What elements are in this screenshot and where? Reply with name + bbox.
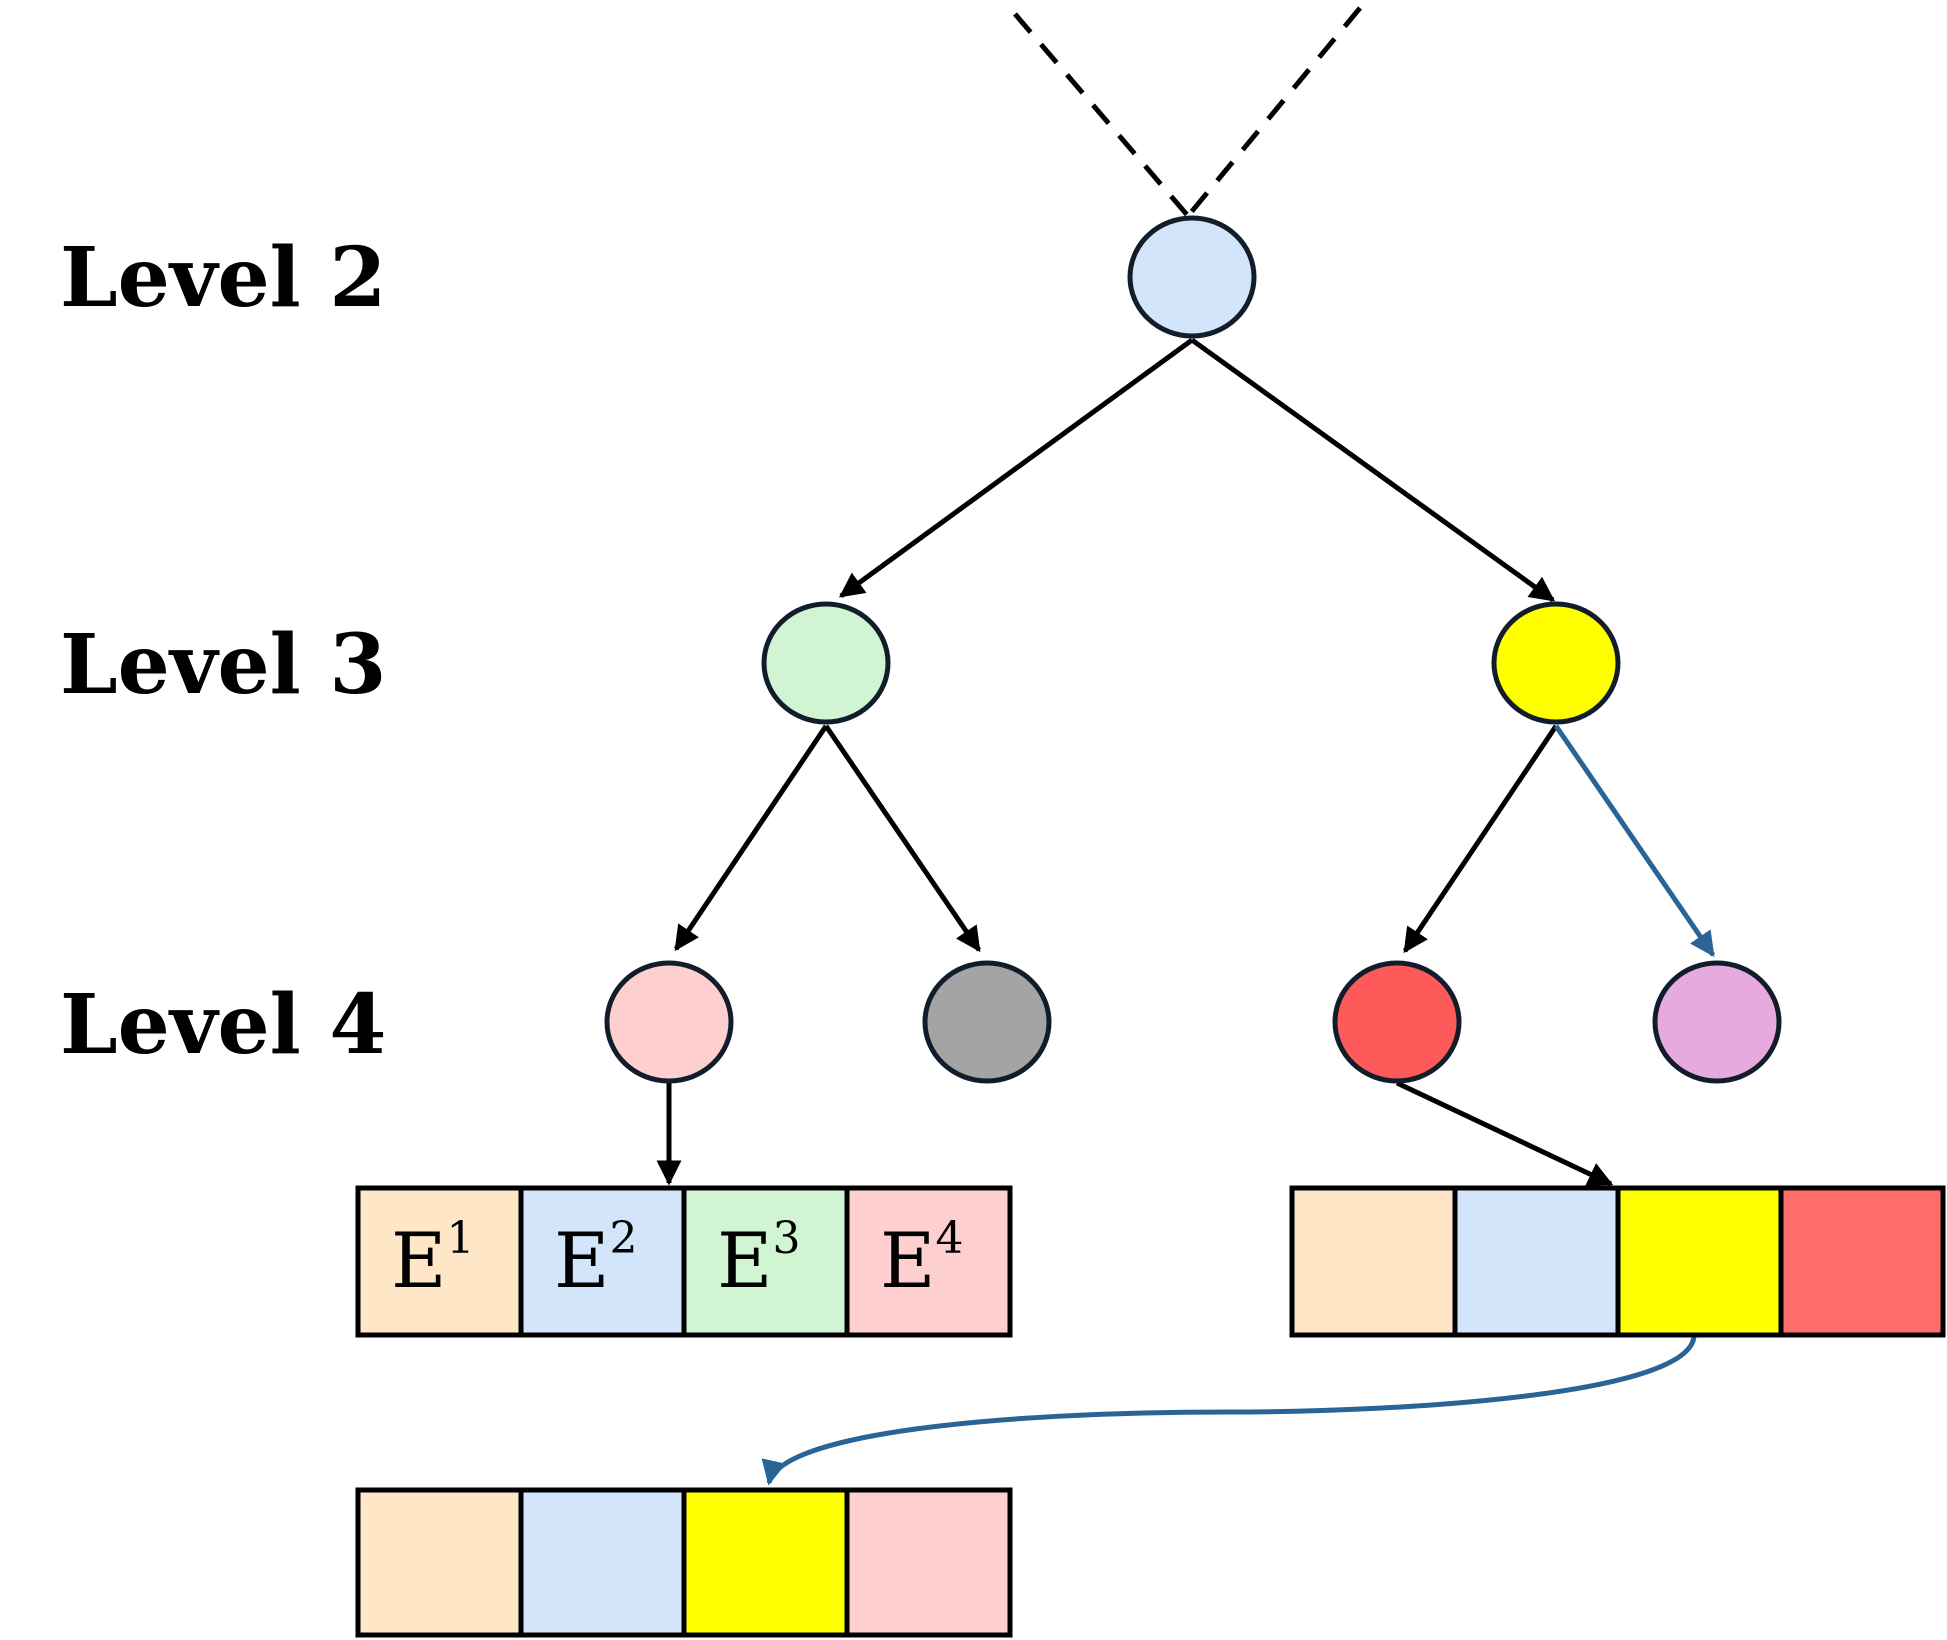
level-2-label: Level 2	[60, 230, 386, 326]
dashed-parent-edge-right	[1186, 6, 1362, 218]
right-array	[1289, 1185, 1946, 1338]
level-3-label: Level 3	[60, 617, 386, 713]
edge-level3-right-to-level4-3	[1402, 724, 1559, 954]
edge-level3-left-to-level4-2	[823, 724, 982, 953]
bottom-array-cell-3	[681, 1487, 850, 1638]
left-array-cell-2	[518, 1185, 687, 1338]
edge-level3-right-to-level4-4-highlighted	[1553, 724, 1716, 958]
bottom-array-cell-1	[355, 1487, 524, 1638]
tree-node-level4-4	[1652, 960, 1782, 1084]
left-array-cell-3-label: E3	[717, 1213, 800, 1305]
left-array-cell-3	[681, 1185, 850, 1338]
level-4-label: Level 4	[60, 977, 386, 1073]
left-array: E1 E2 E3 E4	[355, 1185, 1013, 1338]
bottom-array	[355, 1487, 1013, 1638]
edge-level3-left-to-level4-1	[673, 724, 829, 952]
right-array-cell-4	[1778, 1185, 1946, 1338]
tree-node-root	[1127, 215, 1257, 339]
bottom-array-cell-2	[518, 1487, 687, 1638]
edge-level4-3-to-right-array	[1395, 1080, 1614, 1187]
left-array-cell-4	[844, 1185, 1013, 1338]
tree-node-level4-3	[1332, 960, 1462, 1084]
tree-node-level4-2	[922, 960, 1052, 1084]
dashed-parent-edge-left	[1013, 12, 1190, 218]
edge-right-array-to-bottom-array-highlighted	[761, 1334, 1697, 1486]
tree-node-level3-right	[1491, 601, 1621, 725]
right-array-cell-2	[1452, 1185, 1621, 1338]
tree-node-level4-1	[604, 960, 734, 1084]
edge-root-to-level3-right	[1190, 337, 1556, 603]
right-array-cell-3	[1615, 1185, 1784, 1338]
bottom-array-cell-4	[844, 1487, 1013, 1638]
left-array-cell-4-label: E4	[880, 1213, 963, 1305]
left-array-cell-2-label: E2	[554, 1213, 637, 1305]
tree-node-level3-left	[761, 601, 891, 725]
right-array-cell-1	[1289, 1185, 1458, 1338]
edge-root-to-level3-left	[838, 337, 1194, 599]
left-array-cell-1-label: E1	[391, 1213, 474, 1305]
